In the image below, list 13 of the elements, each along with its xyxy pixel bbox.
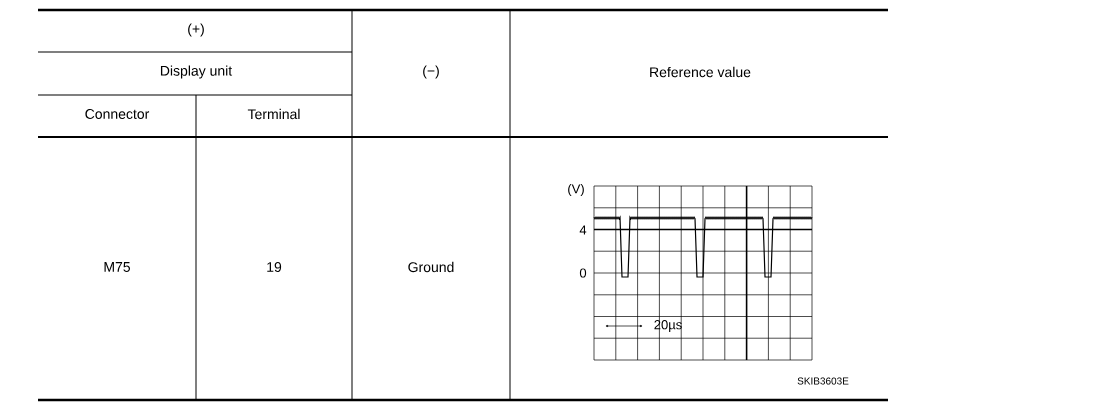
table-header-cell: Reference value bbox=[650, 66, 751, 78]
table-header-cell: (−) bbox=[423, 65, 439, 79]
table-header-cell: Display unit bbox=[160, 65, 233, 79]
tick-label: 4 bbox=[579, 225, 587, 235]
table-cell: 19 bbox=[267, 262, 282, 272]
figure-code: SKIB3603E bbox=[797, 377, 849, 385]
table-header-cell: Connector bbox=[85, 109, 150, 119]
tick-label: 0 bbox=[579, 268, 587, 278]
axis-label: (V) bbox=[568, 183, 584, 197]
table-cell: Ground bbox=[408, 261, 454, 273]
table-cell: M75 bbox=[104, 262, 131, 272]
table-header-cell: (+) bbox=[188, 23, 204, 37]
table-header-cell: Terminal bbox=[247, 108, 300, 120]
